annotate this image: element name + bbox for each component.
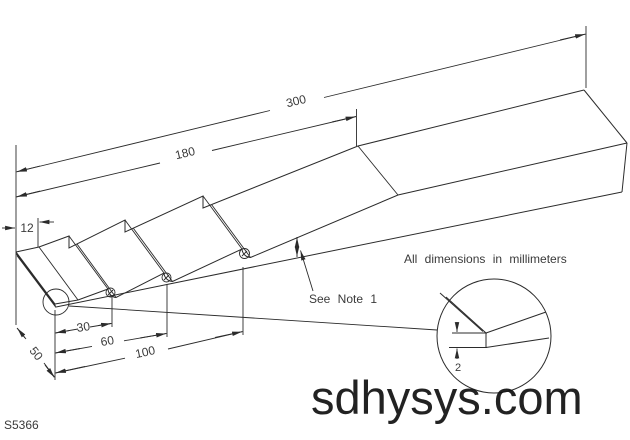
detail-view-circle [436, 278, 552, 394]
part-number: S5366 [4, 418, 39, 432]
dimension-2-label: 2 [455, 362, 461, 374]
watermark-text: sdhysys.com [311, 371, 583, 424]
dimension-100-label: 100 [134, 343, 157, 361]
dimension-50-label: 50 [27, 344, 46, 363]
step-hole-icon [105, 248, 250, 298]
dimension-30-label: 30 [76, 319, 92, 335]
dimension-300-label: 300 [285, 92, 308, 110]
units-note: All dimensions in millimeters [404, 252, 567, 266]
detail-tip-geometry [439, 292, 550, 348]
dimension-60-label: 60 [100, 333, 116, 349]
dimension-300: 300 [15, 33, 587, 173]
see-note-callout: See Note 1 [294, 237, 377, 306]
dimension-180-label: 180 [174, 144, 197, 162]
dimension-180: 180 [15, 116, 357, 198]
detail-view: 2 [436, 278, 552, 394]
dimension-12: 12 [2, 219, 54, 235]
block-right-edge [621, 142, 628, 193]
detail-reference [42, 288, 438, 331]
dimension-12-label: 12 [20, 221, 34, 235]
wedge-bottom-edge [55, 191, 623, 308]
extension-lines [15, 26, 587, 380]
tip-reference-circle [42, 288, 70, 316]
dimension-60: 60 [55, 333, 167, 354]
detail-leader-line [68, 305, 438, 331]
dimension-30: 30 [55, 319, 112, 335]
see-note-label: See Note 1 [309, 292, 377, 306]
wedge-body [15, 89, 628, 308]
wedge-thin-end-strip [15, 251, 57, 308]
dimension-100: 100 [55, 331, 243, 374]
wedge-front-profile [54, 142, 628, 305]
wedge-back-profile [15, 89, 585, 253]
dimension-50: 50 [16, 327, 55, 378]
block-top-right-edge [583, 89, 628, 144]
step-transverse-lines [38, 145, 399, 301]
dimension-2: 2 [449, 322, 487, 374]
